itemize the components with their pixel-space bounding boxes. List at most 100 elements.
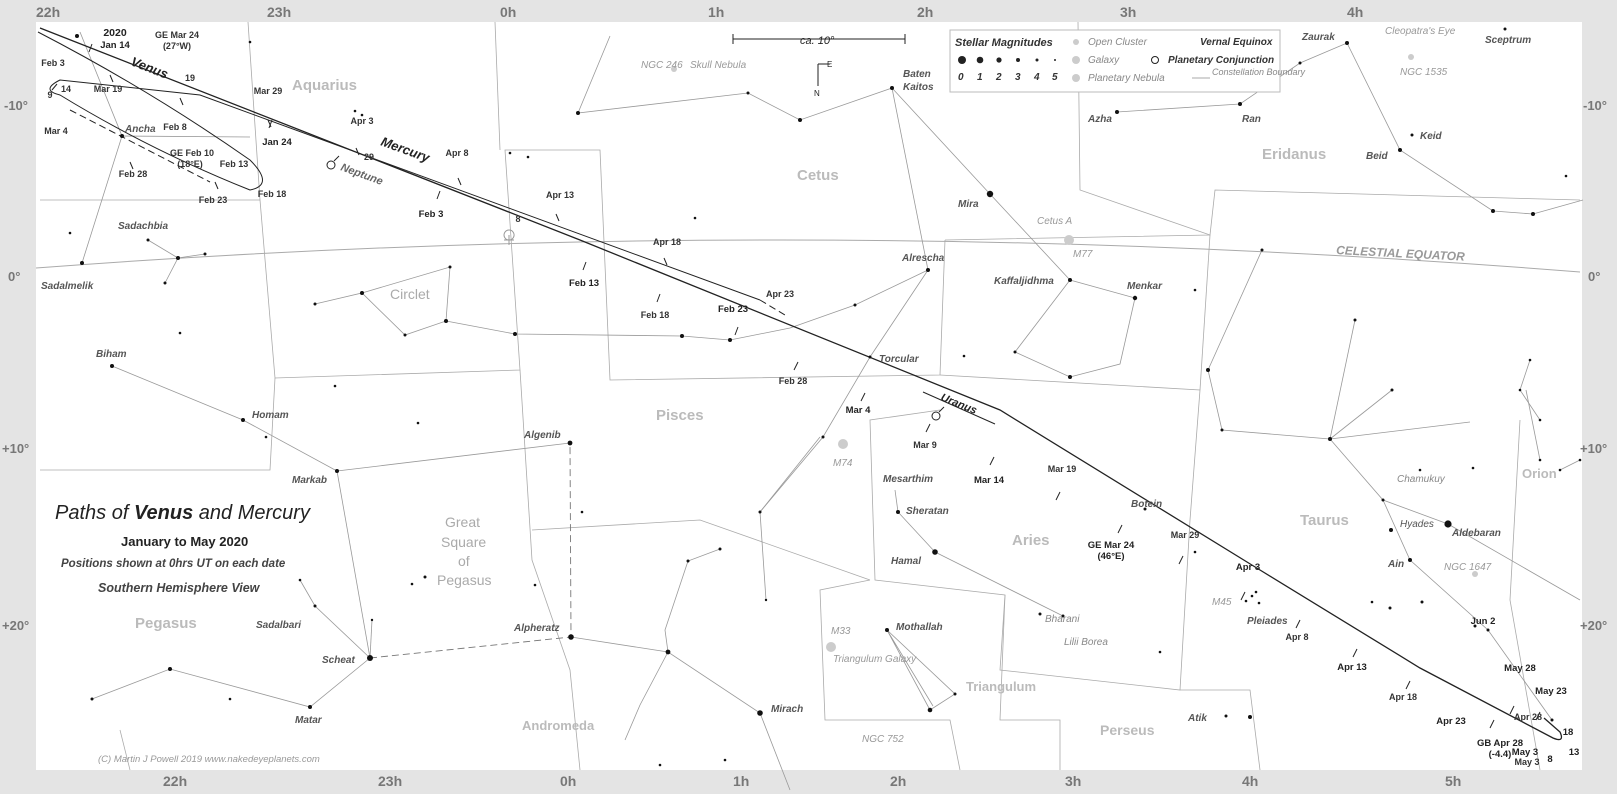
star-label: Lilii Borea (1064, 637, 1108, 648)
ra-top-label: 1h (708, 4, 724, 20)
asterism-label: of (458, 553, 470, 569)
mercury-date: Feb 8 (163, 122, 187, 132)
dso-label: M74 (833, 458, 853, 469)
venus-date: Jan 24 (262, 137, 292, 148)
legend-planetary-nebula: Planetary Nebula (1088, 73, 1165, 84)
venus-date: 13 (1569, 747, 1580, 758)
venus-date: Apr 23 (1436, 716, 1466, 727)
mercury-date: Apr 28 (1514, 712, 1542, 722)
celestial-equator-line (35, 239, 1581, 273)
venus-date: Mar 4 (846, 405, 872, 416)
mercury-date: Apr 18 (653, 237, 681, 247)
dec-label: +20° (1580, 618, 1607, 633)
ra-top-label: 4h (1347, 4, 1363, 20)
venus-date: Apr 3 (1236, 562, 1260, 573)
star-label: Botein (1131, 499, 1162, 510)
venus-date: GE Mar 24 (1088, 540, 1135, 551)
constellation-label: Andromeda (522, 718, 595, 733)
star-label: Ran (1242, 114, 1261, 125)
star-label: Alpheratz (513, 623, 560, 634)
uranus-underline (922, 391, 996, 425)
dec-label: +20° (2, 618, 29, 633)
ra-top-label: 0h (500, 4, 516, 20)
ra-bottom-label: 22h (163, 773, 187, 789)
dso-label: M45 (1212, 597, 1232, 608)
chart-view: Southern Hemisphere View (98, 581, 260, 595)
title-mercury: Mercury (237, 502, 310, 524)
dso-label: NGC 1647 (1444, 562, 1492, 573)
mercury-date: Feb 18 (641, 310, 670, 320)
constellation-label: Perseus (1100, 722, 1155, 738)
mercury-date: Apr 3 (350, 116, 373, 126)
mercury-date: Feb 3 (41, 58, 65, 68)
star-label: Algenib (523, 430, 561, 441)
star-label: Ancha (124, 124, 156, 135)
star-label: Menkar (1127, 281, 1163, 292)
star-label: Hamal (891, 556, 921, 567)
mercury-date: Feb 23 (199, 195, 228, 205)
star-label: Ain (1387, 559, 1404, 570)
star-label: Sceptrum (1485, 35, 1531, 46)
compass-north: N (814, 89, 820, 98)
legend-symbols (1072, 39, 1210, 82)
dso-label: Skull Nebula (690, 60, 747, 71)
venus-date: Feb 3 (419, 209, 444, 220)
legend-open-cluster: Open Cluster (1088, 37, 1148, 48)
mercury-date: Mar 19 (1048, 464, 1077, 474)
legend-galaxy: Galaxy (1088, 55, 1120, 66)
ra-top-label: 2h (917, 4, 933, 20)
mercury-date: Apr 8 (1285, 632, 1308, 642)
compass-east: E (827, 60, 832, 69)
star-label: Atik (1187, 713, 1207, 724)
venus-date: Mar 14 (974, 475, 1005, 486)
venus-date: (46°E) (1097, 551, 1124, 562)
credit-line: (C) Martin J Powell 2019 www.nakedeyepla… (98, 754, 320, 765)
scale-bar (732, 34, 906, 44)
dso-label: NGC 246 (641, 60, 683, 71)
legend-vernal-equinox: Vernal Equinox (1200, 37, 1273, 48)
mercury-ticks (51, 74, 668, 266)
constellation-names: Aquarius Cetus Eridanus Pisces Aries Tau… (135, 77, 1557, 738)
ra-top-label: 23h (267, 4, 291, 20)
venus-date: 18 (1563, 727, 1574, 738)
constellation-label: Taurus (1300, 512, 1349, 529)
constellation-label: Cetus (797, 167, 839, 184)
star-names: Ancha Sadachbia Sadalmelik Biham Homam M… (41, 32, 1531, 726)
star-label: Zaurak (1301, 32, 1335, 43)
mercury-date: GE Mar 24 (155, 30, 199, 40)
dso-label: Cetus A (1037, 216, 1073, 227)
dec-label: -10° (4, 98, 28, 113)
dec-axis-left: -10° 0° +10° +20° (2, 98, 29, 633)
title-prefix: Paths of (55, 502, 129, 524)
dso-label: M33 (831, 626, 851, 637)
star-label: Azha (1087, 114, 1112, 125)
venus-date: GB Apr 28 (1477, 738, 1523, 749)
venus-path (39, 27, 1563, 741)
asterism-label: Square (441, 534, 486, 550)
star-label: Mesarthim (883, 474, 933, 485)
legend-magnitude-dots (958, 56, 1056, 64)
mercury-date: 29 (364, 152, 374, 162)
dso-label: NGC 752 (862, 734, 904, 745)
mercury-date: Apr 13 (546, 190, 574, 200)
mercury-date: Feb 13 (220, 159, 249, 169)
star-label: Sadalmelik (41, 281, 94, 292)
star-label: Mothallah (896, 622, 943, 633)
dec-label: 0° (8, 269, 20, 284)
mercury-date: Mar 9 (913, 440, 937, 450)
mercury-date: Mar 29 (1171, 530, 1200, 540)
star-label: Pleiades (1247, 616, 1288, 627)
title-venus: Venus (133, 502, 194, 524)
mercury-path-solid (37, 31, 761, 301)
compass-lines (817, 63, 830, 86)
legend-mag-label: 2 (995, 72, 1002, 83)
star-label: Biham (96, 349, 127, 360)
mercury-date: 19 (185, 73, 195, 83)
dso-label: M77 (1073, 249, 1093, 260)
constellation-label: Triangulum (966, 679, 1036, 694)
mercury-date: 8 (515, 214, 520, 224)
venus-date: May 3 (1512, 747, 1538, 758)
constellation-label: Orion (1522, 466, 1557, 481)
ra-bottom-label: 0h (560, 773, 576, 789)
